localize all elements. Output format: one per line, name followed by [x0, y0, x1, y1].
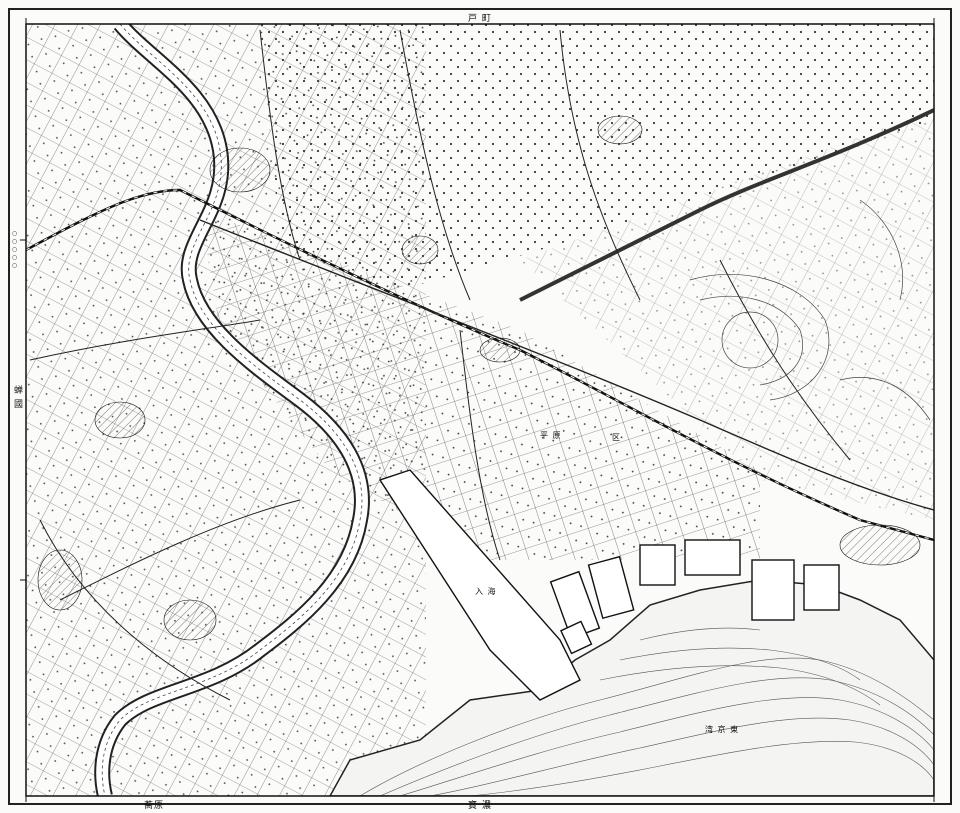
margin-label-left: 蝉 國	[12, 385, 22, 409]
district-label: 区	[612, 433, 621, 442]
field-zone-east	[520, 110, 934, 520]
bay-label: 湾 京 東	[705, 725, 740, 734]
field-zone-north	[260, 24, 934, 290]
railway-branch	[199, 219, 934, 511]
margin-label-top: 戸 町	[468, 14, 492, 24]
settlements	[37, 115, 921, 641]
sea-area	[329, 579, 934, 796]
margin-label-left-upper: ○○○○○	[11, 230, 18, 270]
field-zone-central-plain	[200, 210, 760, 560]
plain-label: 平 原	[540, 431, 562, 440]
margin-label-bottom-left: 蕎原	[144, 801, 165, 811]
stream-east	[519, 108, 934, 302]
margin-label-bottom: 寶 濃	[468, 801, 492, 811]
reclaimed-land-blocks	[378, 469, 840, 701]
reclaimed-label: 入 海	[475, 587, 497, 596]
neatline	[25, 23, 935, 797]
bathymetric-contours	[359, 627, 934, 796]
sheet-frame	[8, 8, 952, 805]
road-network	[29, 29, 851, 701]
railway-tie	[26, 189, 934, 541]
margin-ticks	[20, 18, 935, 802]
hill-contours	[689, 199, 931, 421]
